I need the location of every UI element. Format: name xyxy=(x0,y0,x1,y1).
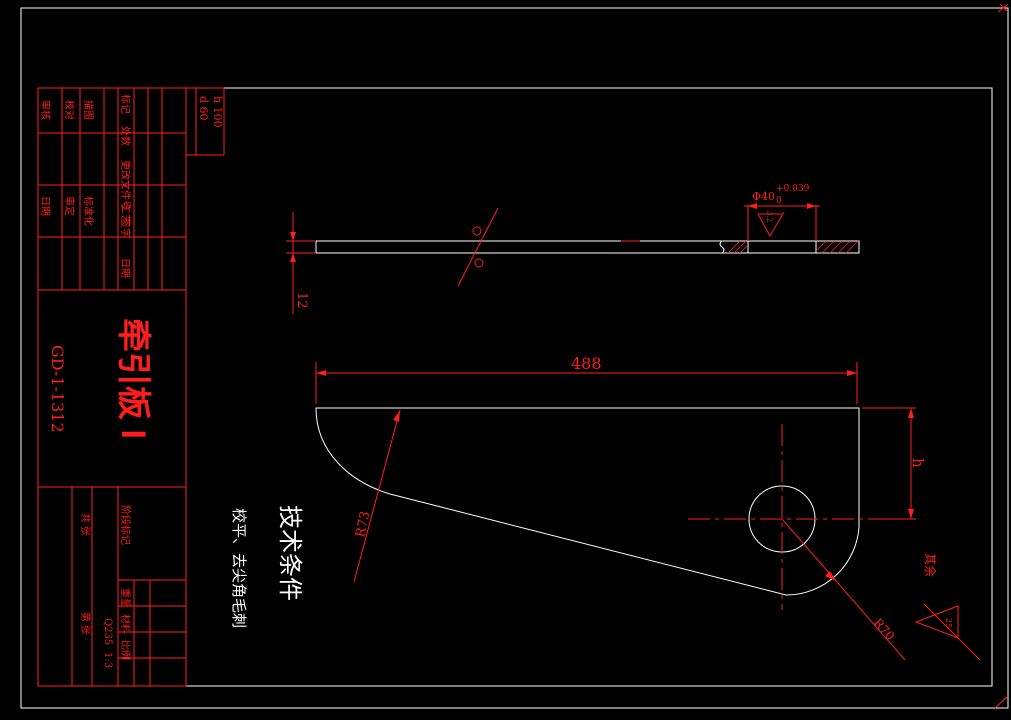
part-name: 牵引板 I xyxy=(114,318,152,439)
corner-marks xyxy=(994,3,1009,709)
title-block-text: 标记 处数 更改文件号 签字 日期 设计 描图 校对 审核 工艺 标准化 审定 … xyxy=(39,94,224,668)
radius-r73: R73 xyxy=(353,510,373,539)
label-signature: 签字 xyxy=(119,218,132,238)
sheet-total: 共 张 xyxy=(79,513,91,536)
outer-frame xyxy=(20,7,1009,709)
label-marking: 标记 xyxy=(119,94,131,114)
length-dim: 488 xyxy=(571,354,602,373)
label-count: 处数 xyxy=(119,126,132,146)
radius-r70: R70 xyxy=(871,616,898,643)
label-scale: 比例 xyxy=(119,640,132,660)
hole-tol-lower: 0 xyxy=(776,196,782,206)
thickness-dim: 12 xyxy=(294,292,309,309)
label-drawer: 描图 xyxy=(82,100,95,120)
other-surfaces-roughness: 其余 25 xyxy=(914,553,981,661)
label-checker: 校对 xyxy=(63,100,76,120)
label-date: 日期 xyxy=(39,196,51,216)
notes-title: 技术条件 xyxy=(276,505,303,601)
roughness-value: 3.2 xyxy=(765,211,773,222)
label-approve: 审定 xyxy=(63,196,76,216)
other-label: 其余 xyxy=(923,553,938,577)
side-view: 12 Φ40 +0.039 0 3.2 xyxy=(286,184,860,314)
front-view: 488 h R73 R70 xyxy=(315,354,927,661)
param-d: d 60 xyxy=(197,96,210,121)
material-value: Q235 xyxy=(102,618,113,645)
label-stage: 阶段标记 xyxy=(119,505,132,545)
scale-value: 1:3 xyxy=(102,652,113,668)
notes-text: 校平、去尖角毛刺 xyxy=(230,508,247,628)
height-dim: h xyxy=(909,458,927,468)
label-standardize: 标准化 xyxy=(82,196,95,226)
drawing-number: GD-1-1312 xyxy=(48,345,67,433)
label-date-row: 日期 xyxy=(119,258,131,278)
label-material: 材料 xyxy=(119,614,132,634)
hole-dim: Φ40 xyxy=(752,190,775,203)
label-change-doc: 更改文件号 xyxy=(119,160,132,210)
technical-notes: 技术条件 校平、去尖角毛刺 xyxy=(230,505,303,628)
label-audit: 审核 xyxy=(39,100,52,120)
sheet-index: 第 张 xyxy=(79,612,92,635)
param-h: h 100 xyxy=(211,96,224,128)
other-roughness: 25 xyxy=(944,618,953,628)
label-process: 工艺 xyxy=(119,204,131,224)
label-weight: 重量 xyxy=(119,588,132,608)
hole-tol-upper: +0.039 xyxy=(776,184,810,194)
title-block xyxy=(37,87,225,687)
